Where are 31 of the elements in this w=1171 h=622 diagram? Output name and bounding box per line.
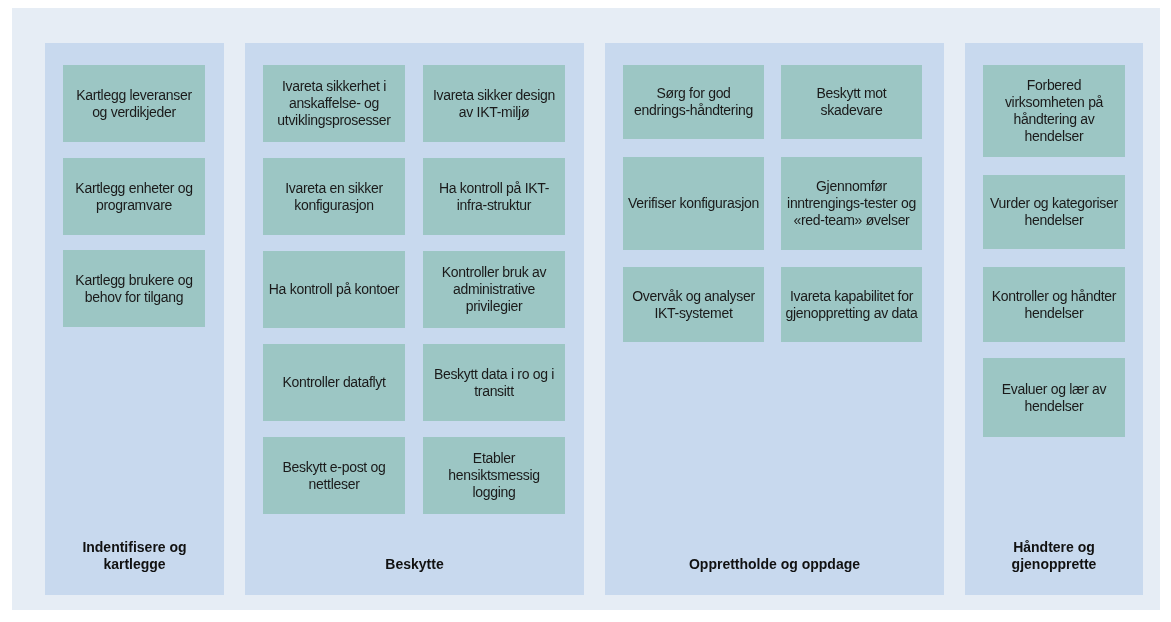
action-box: Sørg for god endrings-håndtering bbox=[623, 65, 764, 139]
action-box: Etabler hensiktsmessig logging bbox=[423, 437, 565, 514]
column-heading: Beskytte bbox=[384, 556, 445, 573]
action-box: Vurder og kategoriser hendelser bbox=[983, 175, 1125, 249]
column-heading: Indentifisere og kartlegge bbox=[81, 539, 188, 573]
action-box: Kartlegg brukere og behov for tilgang bbox=[63, 250, 205, 327]
action-box: Kontroller dataflyt bbox=[263, 344, 405, 421]
column-heading: Opprettholde og oppdage bbox=[687, 556, 862, 573]
column-panel bbox=[45, 43, 224, 595]
action-box: Kartlegg enheter og programvare bbox=[63, 158, 205, 235]
action-box: Kontroller bruk av administrative privilegier bbox=[423, 251, 565, 328]
column-panel bbox=[245, 43, 584, 595]
column-panel bbox=[605, 43, 944, 595]
action-box: Kartlegg leveranser og verdikjeder bbox=[63, 65, 205, 142]
action-box: Gjennomfør inntrengings-tester og «red-team» øvelser bbox=[781, 157, 922, 250]
action-box: Beskytt data i ro og i transitt bbox=[423, 344, 565, 421]
action-box: Ha kontroll på IKT-infra-struktur bbox=[423, 158, 565, 235]
action-box: Ivareta sikker design av IKT-miljø bbox=[423, 65, 565, 142]
action-box: Ivareta en sikker konfigurasjon bbox=[263, 158, 405, 235]
action-box: Beskytt mot skadevare bbox=[781, 65, 922, 139]
action-box: Kontroller og håndter hendelser bbox=[983, 267, 1125, 342]
column-panel bbox=[965, 43, 1143, 595]
action-box: Forbered virksomheten på håndtering av hendelser bbox=[983, 65, 1125, 157]
action-box: Overvåk og analyser IKT-systemet bbox=[623, 267, 764, 342]
action-box: Ivareta sikkerhet i anskaffelse- og utviklingsprosesser bbox=[263, 65, 405, 142]
action-box: Verifiser konfigurasjon bbox=[623, 157, 764, 250]
action-box: Ha kontroll på kontoer bbox=[263, 251, 405, 328]
action-box: Beskytt e-post og nettleser bbox=[263, 437, 405, 514]
action-box: Evaluer og lær av hendelser bbox=[983, 358, 1125, 437]
action-box: Ivareta kapabilitet for gjenoppretting av data bbox=[781, 267, 922, 342]
column-heading: Håndtere og gjenopprette bbox=[1010, 539, 1098, 573]
